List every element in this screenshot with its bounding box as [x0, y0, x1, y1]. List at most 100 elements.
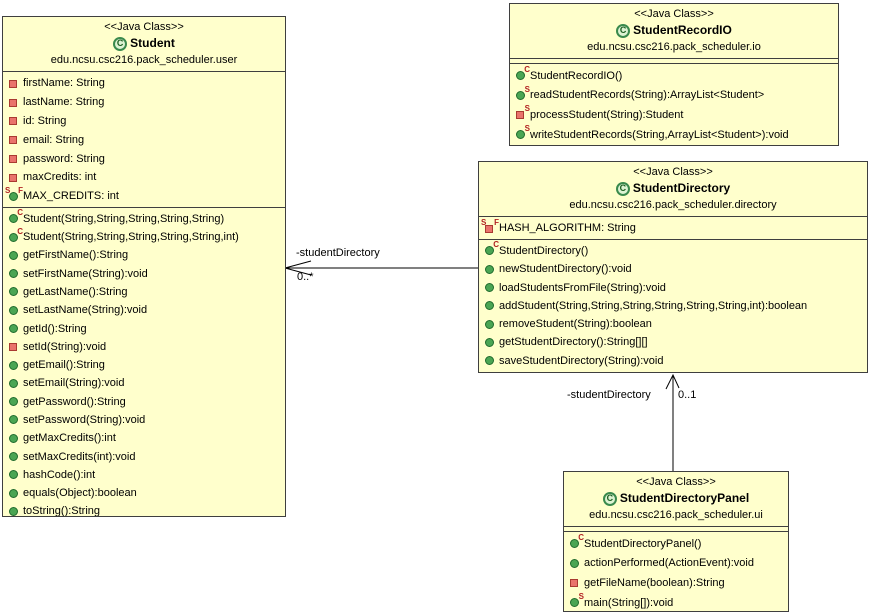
method-row: setLastName(String):void	[3, 301, 285, 319]
method-text: addStudent(String,String,String,String,S…	[499, 299, 808, 312]
class-name: Student	[130, 36, 175, 50]
method-row: loadStudentsFromFile(String):void	[479, 278, 867, 296]
method-text: StudentRecordIO()	[530, 69, 623, 82]
attributes-compartment	[510, 58, 838, 63]
association-multiplicity[interactable]: 0..1	[678, 389, 697, 401]
visibility-icon	[7, 133, 23, 146]
method-text: Student(String,String,String,String,Stri…	[23, 212, 225, 225]
method-row: removeStudent(String):boolean	[479, 315, 867, 333]
java-class-icon: C	[113, 36, 128, 51]
attribute-row: S F MAX_CREDITS: int	[3, 186, 285, 206]
visibility-icon	[7, 395, 23, 408]
stereotype-label: <<Java Class>>	[634, 8, 714, 20]
method-text: equals(Object):boolean	[23, 487, 137, 500]
method-row: C StudentDirectory()	[479, 241, 867, 260]
attribute-row: lastName: String	[3, 93, 285, 112]
method-text: setMaxCredits(int):void	[23, 450, 136, 463]
method-row: S processStudent(String):Student	[510, 105, 838, 125]
method-row: setMaxCredits(int):void	[3, 447, 285, 465]
class-box-studentdirectorypanel[interactable]: <<Java Class>> C StudentDirectoryPanel e…	[563, 471, 789, 612]
methods-compartment: C Student(String,String,String,String,St…	[3, 206, 285, 516]
visibility-icon: S	[514, 85, 530, 102]
method-row: setId(String):void	[3, 338, 285, 356]
method-text: setFirstName(String):void	[23, 267, 148, 280]
static-modifier-letter: S	[481, 217, 487, 227]
method-text: newStudentDirectory():void	[499, 263, 632, 276]
modifier-letter: C	[17, 226, 23, 236]
visibility-icon	[568, 557, 584, 570]
methods-compartment: C StudentDirectoryPanel() actionPerforme…	[564, 531, 788, 611]
attribute-text: password: String	[23, 152, 105, 165]
method-row: setFirstName(String):void	[3, 264, 285, 282]
visibility-icon	[7, 505, 23, 516]
method-text: StudentDirectory()	[499, 244, 589, 257]
class-box-studentrecordio[interactable]: <<Java Class>> C StudentRecordIO edu.ncs…	[509, 3, 839, 146]
visibility-icon	[7, 77, 23, 90]
method-row: newStudentDirectory():void	[479, 260, 867, 278]
visibility-icon	[7, 432, 23, 445]
visibility-icon	[7, 468, 23, 481]
method-text: readStudentRecords(String):ArrayList<Stu…	[530, 89, 765, 102]
method-row: S writeStudentRecords(String,ArrayList<S…	[510, 125, 838, 145]
association-multiplicity[interactable]: 0..*	[297, 271, 314, 283]
class-header: <<Java Class>> C Student edu.ncsu.csc216…	[3, 17, 285, 71]
package-name: edu.ncsu.csc216.pack_scheduler.io	[587, 41, 761, 53]
attribute-text: id: String	[23, 114, 67, 127]
visibility-icon	[483, 263, 499, 276]
attribute-text: lastName: String	[23, 96, 105, 109]
method-text: getPassword():String	[23, 395, 126, 408]
method-row: getFileName(boolean):String	[564, 573, 788, 593]
method-row: C Student(String,String,String,String,St…	[3, 209, 285, 228]
method-text: setEmail(String):void	[23, 377, 125, 390]
package-name: edu.ncsu.csc216.pack_scheduler.ui	[589, 509, 763, 521]
class-name: StudentDirectory	[632, 181, 731, 195]
visibility-icon: C	[7, 209, 23, 225]
stereotype-label: <<Java Class>>	[104, 21, 184, 33]
method-row: getMaxCredits():int	[3, 429, 285, 447]
visibility-icon: S F	[5, 186, 23, 203]
package-name: edu.ncsu.csc216.pack_scheduler.directory	[569, 199, 777, 211]
method-text: setPassword(String):void	[23, 413, 146, 426]
java-class-icon: C	[615, 181, 630, 196]
attributes-compartment	[564, 526, 788, 531]
visibility-icon: S	[514, 124, 530, 141]
attribute-text: MAX_CREDITS: int	[23, 190, 119, 203]
method-row: getLastName():String	[3, 283, 285, 301]
visibility-icon: C	[514, 66, 530, 82]
visibility-icon	[7, 487, 23, 500]
method-text: getFileName(boolean):String	[584, 576, 725, 589]
visibility-icon	[7, 340, 23, 353]
attribute-text: email: String	[23, 133, 85, 146]
method-row: S main(String[]):void	[564, 593, 788, 611]
method-text: writeStudentRecords(String,ArrayList<Stu…	[530, 128, 789, 141]
visibility-icon	[7, 152, 23, 165]
method-row: getStudentDirectory():String[][]	[479, 333, 867, 351]
method-row: toString():String	[3, 502, 285, 516]
method-row: addStudent(String,String,String,String,S…	[479, 297, 867, 315]
stereotype-label: <<Java Class>>	[633, 166, 713, 178]
association-role-label[interactable]: -studentDirectory	[296, 247, 380, 259]
method-text: removeStudent(String):boolean	[499, 318, 652, 331]
method-text: getEmail():String	[23, 359, 105, 372]
method-text: StudentDirectoryPanel()	[584, 537, 702, 550]
modifier-letter: S	[524, 124, 530, 134]
class-box-student[interactable]: <<Java Class>> C Student edu.ncsu.csc216…	[2, 16, 286, 517]
visibility-icon: C	[483, 241, 499, 257]
method-row: S readStudentRecords(String):ArrayList<S…	[510, 85, 838, 106]
stereotype-label: <<Java Class>>	[636, 476, 716, 488]
method-text: getStudentDirectory():String[][]	[499, 336, 648, 349]
attribute-row: maxCredits: int	[3, 168, 285, 187]
attribute-text: HASH_ALGORITHM: String	[499, 222, 636, 235]
modifier-letter: C	[578, 533, 584, 543]
visibility-icon	[7, 413, 23, 426]
attribute-row: S F HASH_ALGORITHM: String	[479, 217, 867, 238]
visibility-icon	[7, 96, 23, 109]
method-row: C StudentRecordIO()	[510, 66, 838, 86]
association-role-label[interactable]: -studentDirectory	[567, 389, 651, 401]
visibility-icon	[7, 171, 23, 184]
class-name: StudentDirectoryPanel	[619, 491, 750, 505]
method-row: saveStudentDirectory(String):void	[479, 352, 867, 370]
class-box-studentdirectory[interactable]: <<Java Class>> C StudentDirectory edu.nc…	[478, 161, 868, 373]
